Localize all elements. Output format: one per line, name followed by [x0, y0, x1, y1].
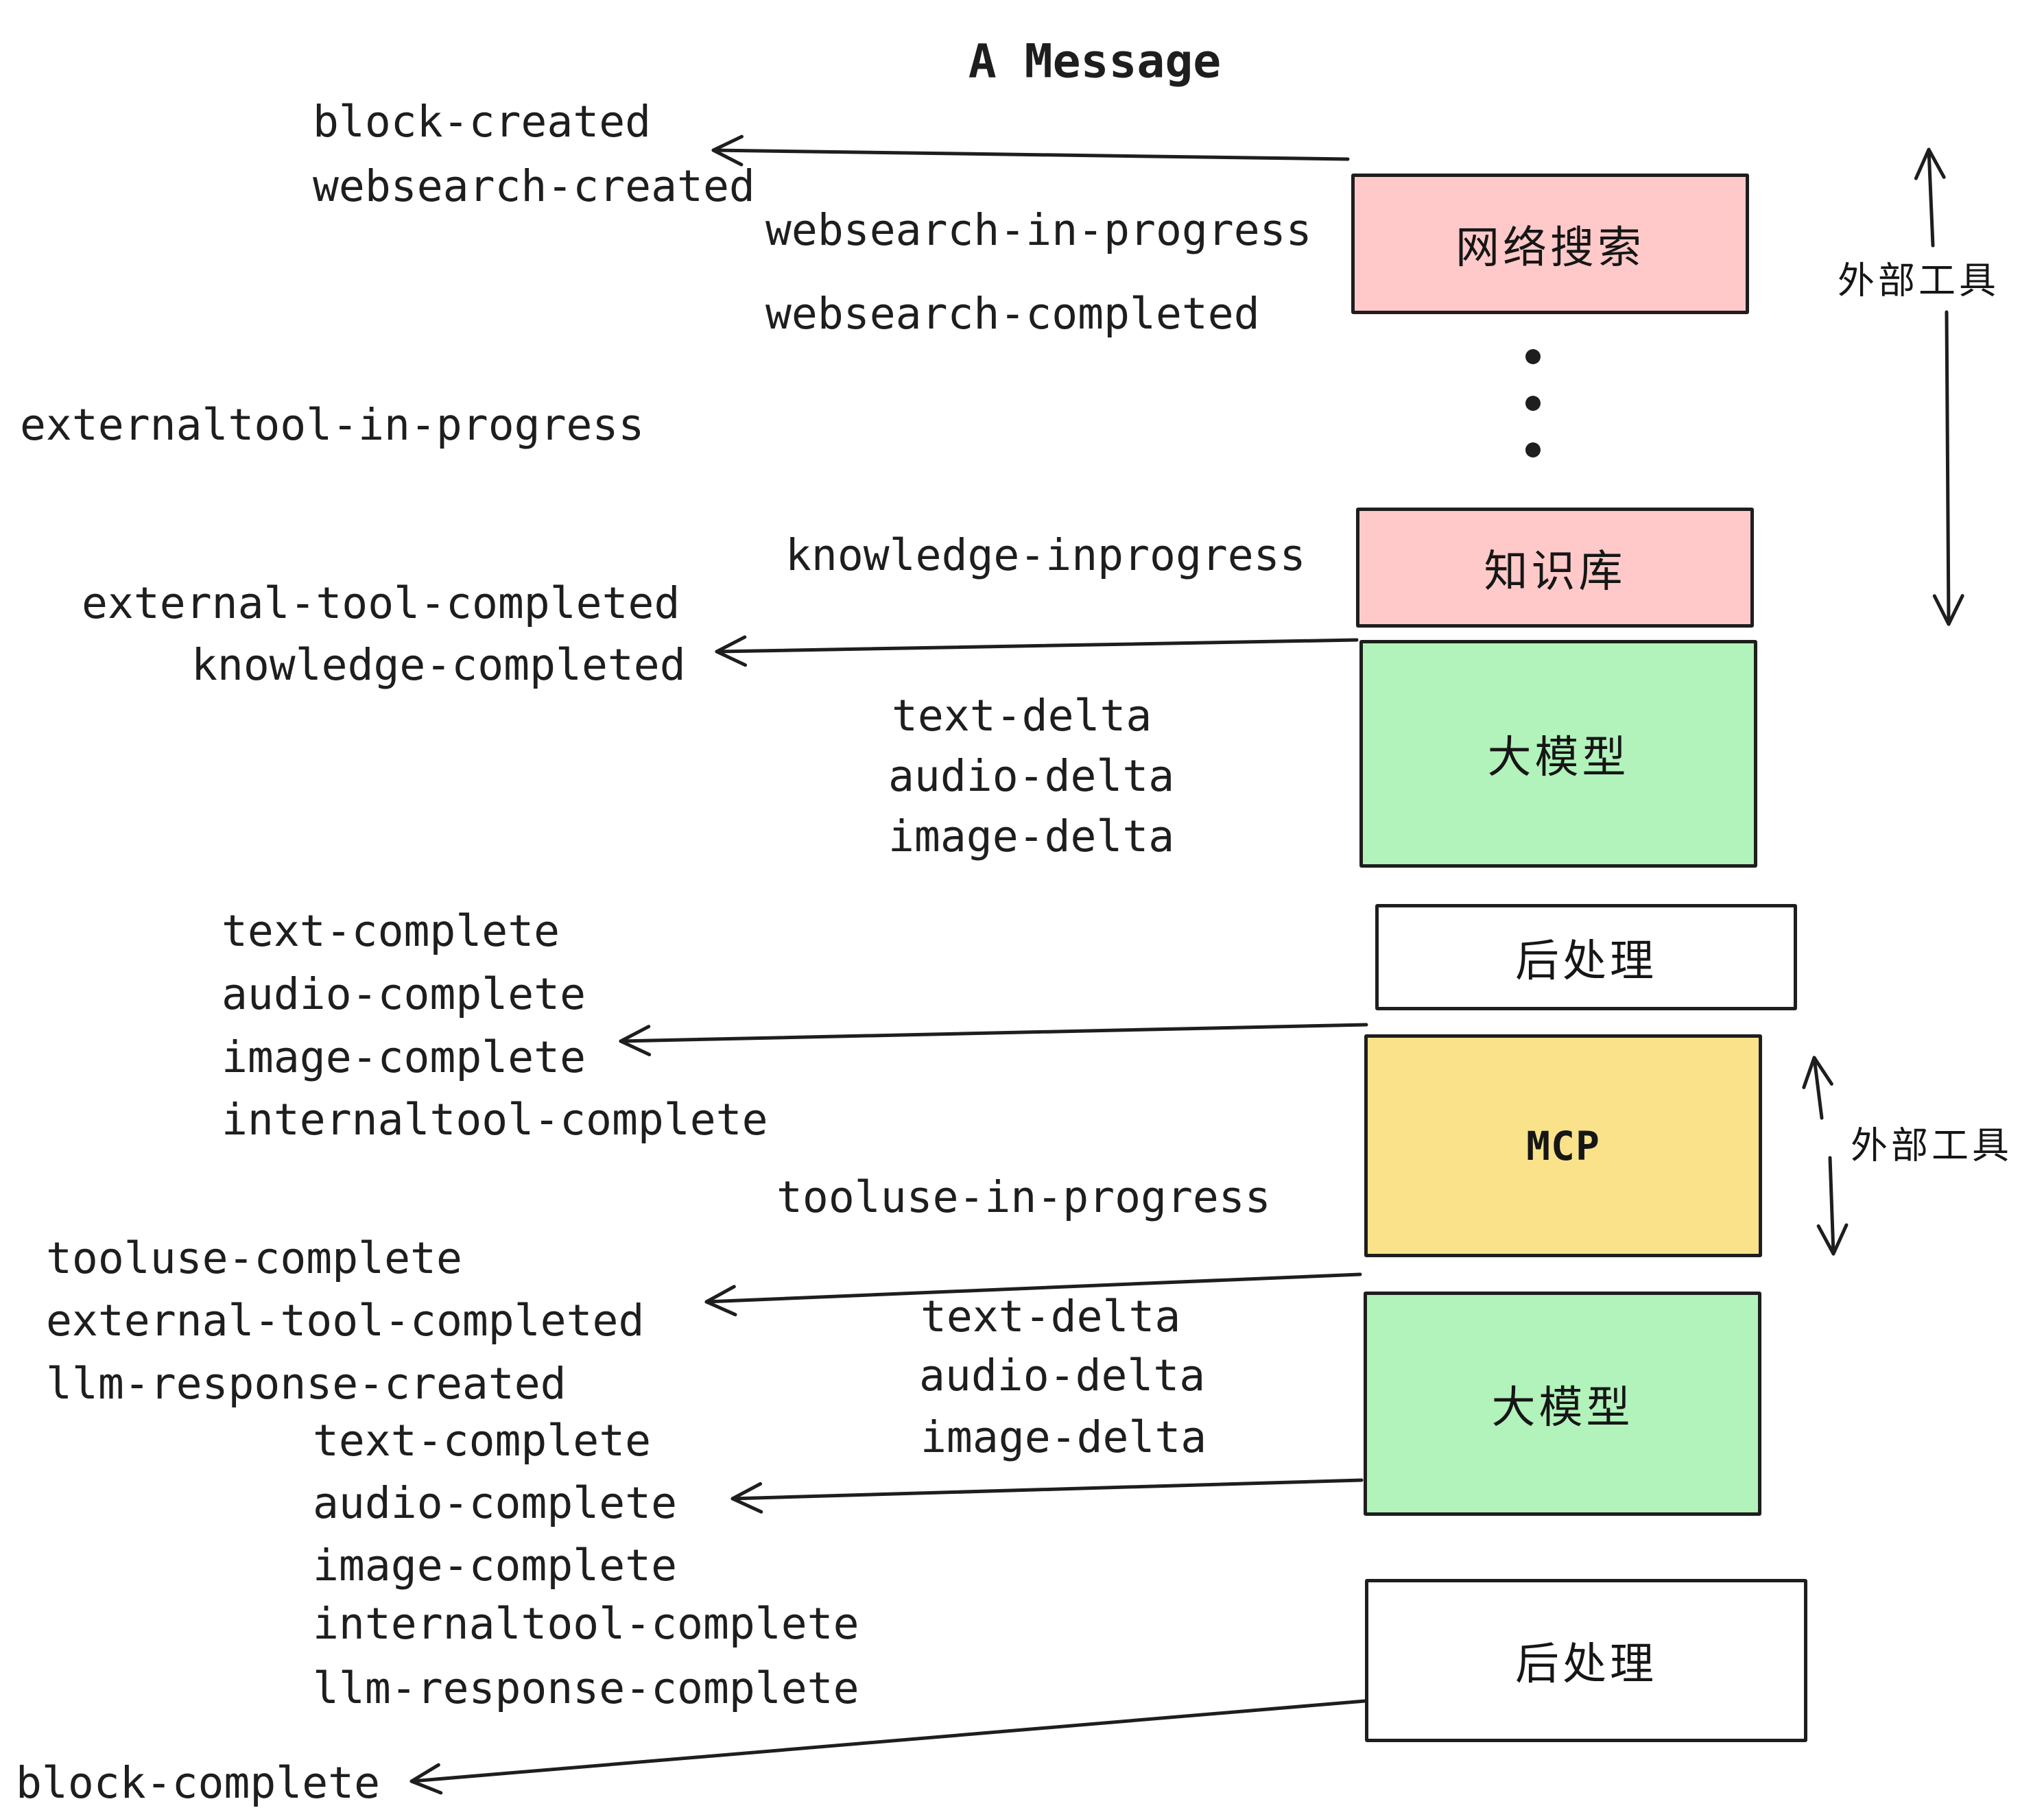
external-tool-up-arrow-1	[1914, 147, 1946, 248]
diagram-title: A Message	[968, 34, 1222, 89]
event-label: tooluse-in-progress	[776, 1171, 1271, 1222]
event-label: external-tool-completed	[46, 1295, 645, 1346]
flow-box-mcp: MCP	[1364, 1034, 1762, 1257]
arrowhead	[704, 1285, 737, 1317]
external-tool-up-arrow-2	[1802, 1056, 1833, 1120]
external-tools-annotation: 外部工具	[1838, 260, 1999, 302]
external-tools-annotation: 外部工具	[1851, 1125, 2012, 1167]
flow-box-label: 后处理	[1515, 1639, 1657, 1689]
arrow-to-knowledge-completed	[715, 635, 1359, 667]
flow-box-label: 知识库	[1484, 546, 1626, 596]
ellipsis-dot	[1525, 396, 1541, 411]
flow-box-postprocess-2: 后处理	[1365, 1579, 1807, 1742]
arrowhead	[1802, 1056, 1833, 1089]
arrowhead	[1932, 594, 1964, 626]
flow-box-label: 网络搜索	[1455, 222, 1645, 272]
event-label: knowledge-completed	[191, 639, 686, 690]
event-label: image-complete	[313, 1540, 678, 1591]
arrow-to-image-complete	[619, 1023, 1368, 1057]
arrowhead	[619, 1025, 652, 1057]
event-label: websearch-completed	[765, 288, 1260, 339]
external-tool-down-arrow-2	[1816, 1156, 1849, 1256]
flow-box-llm-1: 大模型	[1359, 640, 1757, 868]
event-label: block-complete	[16, 1757, 381, 1808]
external-tool-down-arrow-1	[1932, 310, 1964, 626]
event-label: text-delta	[892, 690, 1152, 741]
flow-box-postprocess-1: 后处理	[1375, 904, 1797, 1010]
flow-box-label: 大模型	[1491, 1382, 1634, 1432]
event-label: websearch-in-progress	[765, 204, 1312, 255]
arrow-to-audio-complete	[730, 1478, 1364, 1514]
ellipsis-dot	[1525, 442, 1541, 457]
flow-box-llm-2: 大模型	[1364, 1292, 1761, 1516]
arrow-to-block-created	[711, 134, 1350, 167]
event-label: internaltool-complete	[222, 1094, 768, 1145]
flow-box-label: 后处理	[1515, 936, 1657, 986]
event-label: llm-response-complete	[313, 1663, 859, 1713]
event-label: websearch-created	[313, 160, 755, 211]
event-label: text-delta	[920, 1291, 1181, 1342]
event-label: audio-delta	[919, 1350, 1206, 1401]
arrowhead	[711, 134, 744, 167]
flow-box-websearch: 网络搜索	[1351, 174, 1749, 314]
flow-box-label: 大模型	[1487, 733, 1630, 782]
event-label: internaltool-complete	[313, 1598, 859, 1649]
event-label: image-complete	[222, 1032, 586, 1082]
event-label: block-created	[313, 96, 652, 147]
arrowhead	[1914, 147, 1946, 180]
event-label: text-complete	[222, 905, 560, 956]
arrowhead	[730, 1482, 763, 1514]
event-label: knowledge-inprogress	[785, 530, 1306, 580]
event-label: llm-response-created	[46, 1358, 567, 1409]
arrow-to-block-complete	[409, 1699, 1367, 1795]
event-label: text-complete	[313, 1415, 652, 1466]
event-label: tooluse-complete	[46, 1233, 462, 1283]
arrowhead	[1816, 1223, 1849, 1256]
event-label: audio-complete	[313, 1477, 678, 1528]
event-label: external-tool-completed	[82, 578, 680, 628]
flow-box-knowledge: 知识库	[1356, 508, 1754, 628]
event-label: audio-complete	[222, 968, 586, 1019]
event-label: externaltool-in-progress	[20, 399, 645, 450]
event-label: audio-delta	[888, 750, 1175, 801]
arrowhead	[715, 635, 748, 667]
event-label: image-delta	[888, 811, 1175, 861]
ellipsis-dot	[1525, 349, 1541, 364]
flow-box-label: MCP	[1526, 1122, 1600, 1169]
event-label: image-delta	[920, 1412, 1207, 1462]
arrowhead	[409, 1763, 443, 1795]
